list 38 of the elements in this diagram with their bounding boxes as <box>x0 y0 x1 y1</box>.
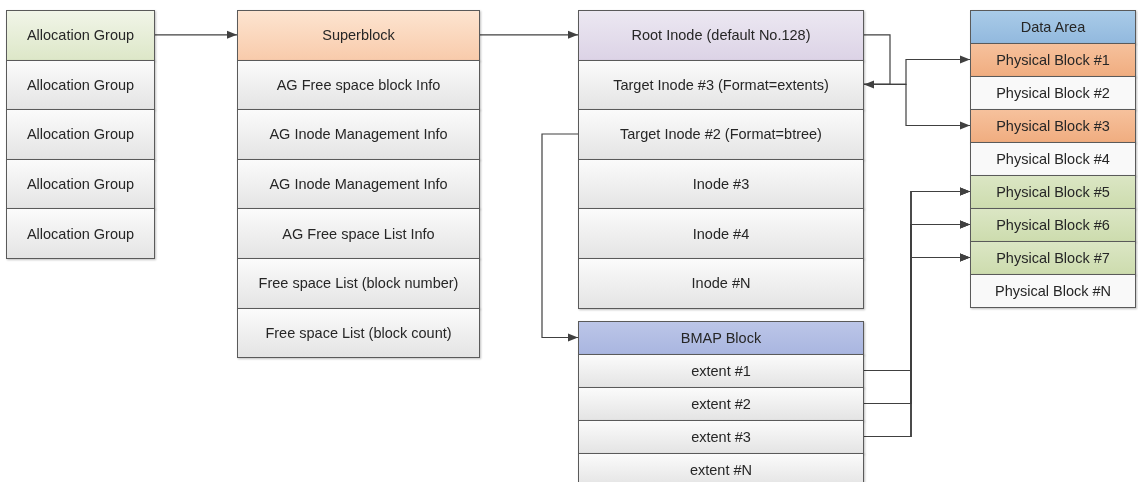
block-cell: AG Inode Management Info <box>237 109 480 160</box>
header-cell: Root Inode (default No.128) <box>578 10 864 61</box>
block-cell: AG Inode Management Info <box>237 158 480 210</box>
block-cell: Physical Block #2 <box>970 76 1136 110</box>
block-cell: extent #1 <box>578 354 864 388</box>
connector-arrow <box>541 133 579 342</box>
header-cell: Superblock <box>237 10 480 61</box>
block-cell: Target Inode #3 (Format=extents) <box>578 59 864 111</box>
block-cell: Allocation Group <box>6 158 155 210</box>
block-cell: Target Inode #2 (Format=btree) <box>578 109 864 160</box>
block-cell: extent #3 <box>578 420 864 454</box>
block-cell: AG Free space List Info <box>237 208 480 259</box>
block-cell: Inode #4 <box>578 208 864 259</box>
block-cell: Physical Block #N <box>970 274 1136 308</box>
block-cell: Inode #N <box>578 258 864 309</box>
block-cell: Physical Block #1 <box>970 43 1136 77</box>
block-cell: Physical Block #6 <box>970 208 1136 242</box>
block-cell: extent #N <box>578 453 864 482</box>
block-cell: Allocation Group <box>6 59 155 111</box>
header-cell: Allocation Group <box>6 10 155 61</box>
block-cell: Inode #3 <box>578 158 864 210</box>
block-cell: Allocation Group <box>6 208 155 259</box>
header-cell: BMAP Block <box>578 321 864 355</box>
connector-arrow <box>154 30 238 39</box>
block-cell: Physical Block #7 <box>970 241 1136 275</box>
block-cell: Physical Block #5 <box>970 175 1136 209</box>
block-cell: extent #2 <box>578 387 864 421</box>
header-cell: Data Area <box>970 10 1136 44</box>
block-cell: Free space List (block count) <box>237 307 480 359</box>
connector-arrow <box>863 253 971 438</box>
block-cell: Allocation Group <box>6 109 155 160</box>
block-cell: Free space List (block number) <box>237 258 480 309</box>
connector-arrow <box>863 83 971 130</box>
block-cell: AG Free space block Info <box>237 59 480 111</box>
block-cell: Physical Block #4 <box>970 142 1136 176</box>
connector-arrow <box>479 30 579 39</box>
block-cell: Physical Block #3 <box>970 109 1136 143</box>
connector-arrow <box>863 34 891 89</box>
